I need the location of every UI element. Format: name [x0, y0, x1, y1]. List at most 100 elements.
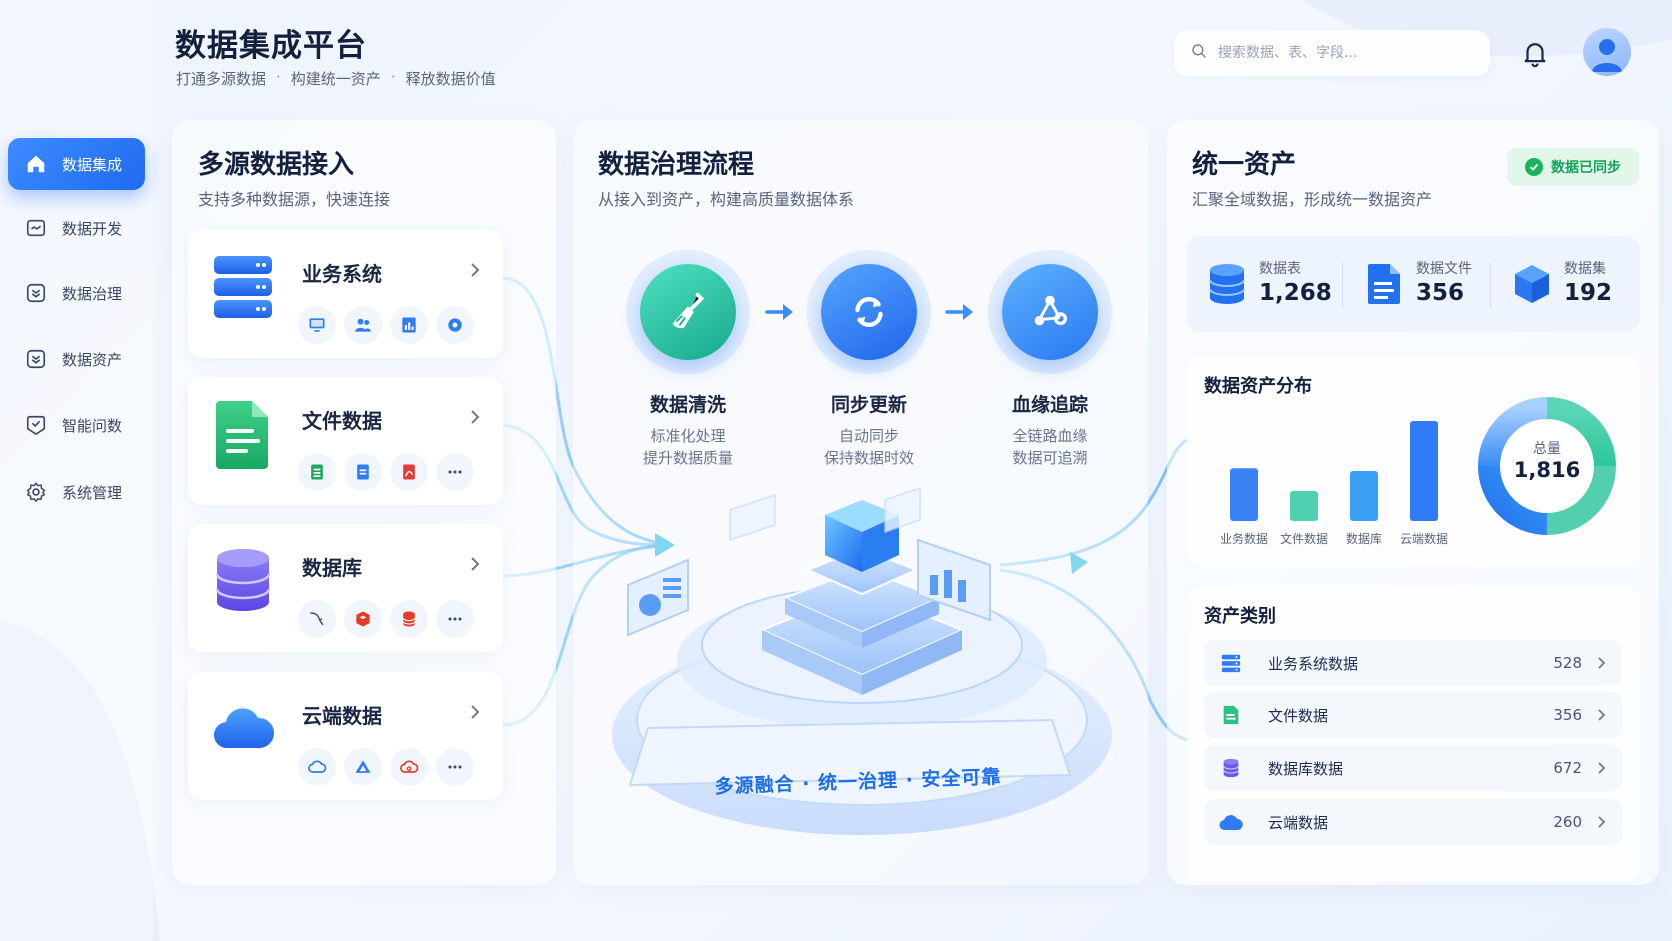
asset-stats: 数据表 1,268 数据文件 356 数据集 192: [1187, 236, 1640, 332]
stat-value: 192: [1564, 280, 1613, 306]
database-icon: [210, 544, 276, 618]
search-bar[interactable]: [1174, 30, 1490, 76]
sources-subtitle: 支持多种数据源，快速连接: [198, 190, 391, 209]
distribution-title: 数据资产分布: [1204, 376, 1312, 397]
bar-label-3: 云端数据: [1400, 531, 1448, 546]
search-input[interactable]: [1218, 45, 1468, 61]
sidebar-item-data-development[interactable]: 数据开发: [8, 202, 145, 254]
step-desc-line: 全链路血缘: [1012, 427, 1088, 445]
category-row-database[interactable]: 数据库数据 672: [1204, 745, 1622, 791]
sources-title: 多源数据接入: [198, 150, 355, 180]
pdf-icon[interactable]: [390, 453, 428, 491]
page-title: 数据集成平台: [175, 28, 367, 64]
users-icon[interactable]: [344, 306, 382, 344]
assets-subtitle: 汇聚全域数据，形成统一数据资产: [1192, 190, 1433, 209]
chevron-right-icon: [1596, 707, 1608, 723]
step-halo: [626, 250, 750, 374]
distribution-chart-panel: 数据资产分布 业务数据文件数据数据库云端数据 总量 1,816: [1187, 356, 1640, 566]
cloud-red-icon[interactable]: [390, 748, 428, 786]
server-icon: [210, 250, 276, 324]
chat-shield-icon: [24, 413, 48, 437]
bell-icon[interactable]: [1520, 38, 1550, 68]
db-stack-icon[interactable]: [390, 600, 428, 638]
redis-icon[interactable]: [344, 600, 382, 638]
step-name: 同步更新: [830, 394, 907, 416]
source-name: 数据库: [302, 556, 362, 580]
broom-icon: [640, 264, 736, 360]
bar-1: [1290, 491, 1318, 521]
gear-icon: [24, 480, 48, 504]
subtitle-part: 构建统一资产: [290, 70, 381, 88]
stat-value: 1,268: [1259, 280, 1332, 306]
source-name: 文件数据: [302, 409, 382, 433]
mysql-icon[interactable]: [298, 600, 336, 638]
monitor-icon[interactable]: [298, 306, 336, 344]
step-desc-line: 数据可追溯: [1012, 449, 1088, 467]
avatar[interactable]: [1583, 28, 1631, 76]
home-icon: [24, 152, 48, 176]
flow-step-cleaning[interactable]: 数据清洗 标准化处理 提升数据质量: [623, 250, 753, 469]
cloud-icon: [1218, 809, 1244, 835]
drive-icon[interactable]: [344, 748, 382, 786]
source-card-database[interactable]: 数据库: [188, 524, 503, 652]
more-icon[interactable]: [436, 453, 474, 491]
chevron-right-icon[interactable]: [467, 554, 483, 574]
stat-datasets[interactable]: 数据集 192: [1512, 254, 1622, 314]
shield-check-icon: [24, 281, 48, 305]
sidebar-item-data-governance[interactable]: 数据治理: [8, 267, 145, 319]
subtitle-separator: ·: [390, 68, 396, 86]
source-card-business[interactable]: 业务系统: [188, 230, 503, 358]
sidebar-item-label: 数据治理: [62, 284, 123, 303]
cloud-outline-icon[interactable]: [298, 748, 336, 786]
category-name: 云端数据: [1268, 813, 1329, 832]
category-name: 业务系统数据: [1268, 654, 1359, 673]
sync-status-badge: 数据已同步: [1507, 148, 1639, 186]
flow-title: 数据治理流程: [598, 150, 755, 180]
category-row-file[interactable]: 文件数据 356: [1204, 692, 1622, 738]
more-icon[interactable]: [436, 748, 474, 786]
sidebar-item-data-assets[interactable]: 数据资产: [8, 333, 145, 385]
category-row-cloud[interactable]: 云端数据 260: [1204, 799, 1622, 845]
flow-step-sync[interactable]: 同步更新 自动同步 保持数据时效: [804, 250, 934, 469]
source-card-file[interactable]: 文件数据: [188, 377, 503, 505]
source-card-cloud[interactable]: 云端数据: [188, 672, 503, 800]
cube-icon: [1512, 262, 1552, 306]
step-desc: 标准化处理 提升数据质量: [623, 425, 753, 469]
chevron-right-icon[interactable]: [467, 702, 483, 722]
sidebar-item-label: 系统管理: [62, 483, 123, 502]
step-desc-line: 标准化处理: [650, 427, 726, 445]
category-value: 528: [1553, 654, 1582, 672]
total-donut-chart: [1478, 397, 1616, 535]
distribution-bar-chart: 业务数据文件数据数据库云端数据: [1220, 421, 1448, 546]
stat-files[interactable]: 数据文件 356: [1364, 254, 1474, 314]
sidebar-item-system-settings[interactable]: 系统管理: [8, 466, 145, 518]
flow-subtitle: 从接入到资产，构建高质量数据体系: [598, 190, 855, 209]
platform-illustration: [612, 486, 1112, 835]
excel-icon[interactable]: [298, 453, 336, 491]
chevron-right-icon: [1596, 814, 1608, 830]
stat-tables[interactable]: 数据表 1,268: [1207, 254, 1337, 314]
chevron-right-icon[interactable]: [467, 407, 483, 427]
sync-icon: [821, 264, 917, 360]
gear-icon[interactable]: [436, 306, 474, 344]
stat-label: 数据集: [1564, 261, 1606, 277]
document-icon: [1218, 702, 1244, 728]
donut-label: 总量: [1533, 441, 1561, 457]
sidebar-item-smart-query[interactable]: 智能问数: [8, 399, 145, 451]
word-icon[interactable]: [344, 453, 382, 491]
database-icon: [1218, 755, 1244, 781]
more-icon[interactable]: [436, 600, 474, 638]
sidebar-item-data-integration[interactable]: 数据集成: [8, 138, 145, 190]
flow-step-lineage[interactable]: 血缘追踪 全链路血缘 数据可追溯: [985, 250, 1115, 469]
category-value: 672: [1553, 759, 1582, 777]
page-subtitle: 打通多源数据 · 构建统一资产 · 释放数据价值: [176, 68, 496, 89]
code-window-icon: [24, 216, 48, 240]
server-icon: [1218, 650, 1244, 676]
arrow-right-icon: [945, 300, 977, 324]
category-row-business[interactable]: 业务系统数据 528: [1204, 640, 1622, 686]
sidebar-item-label: 数据开发: [62, 219, 123, 238]
arrow-right-icon: [765, 300, 797, 324]
report-icon[interactable]: [390, 306, 428, 344]
step-desc: 自动同步 保持数据时效: [804, 425, 934, 469]
chevron-right-icon[interactable]: [467, 260, 483, 280]
